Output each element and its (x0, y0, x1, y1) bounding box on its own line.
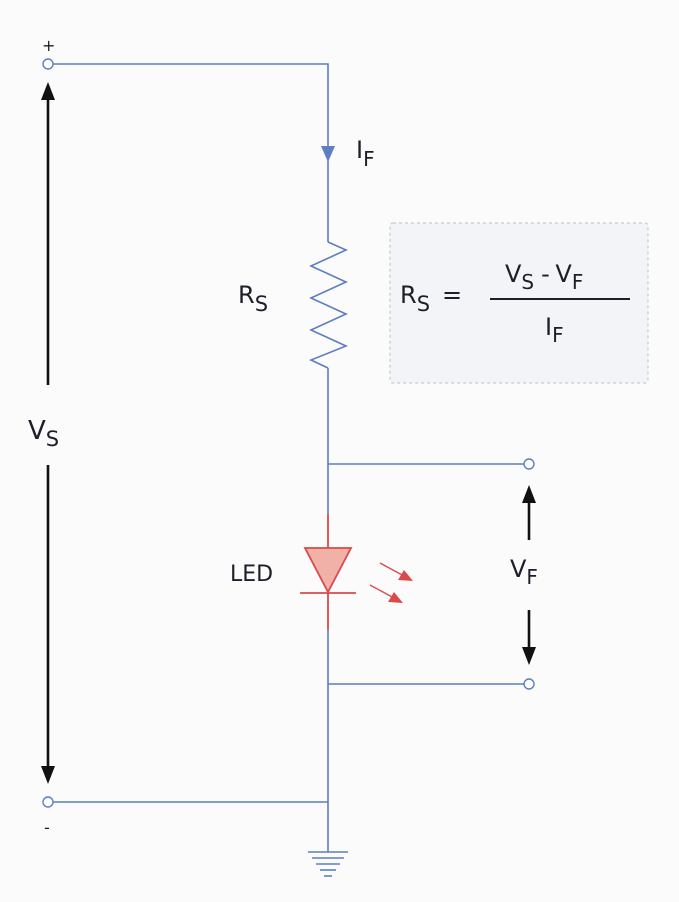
supply-minus-sign: - (44, 818, 50, 837)
formula-numerator: VS-VF (505, 260, 583, 294)
forward-voltage-sub: F (526, 565, 538, 589)
formula-num-minus: - (541, 260, 549, 288)
supply-voltage-label: VS (28, 416, 59, 451)
supply-voltage-sub: S (46, 427, 59, 451)
supply-plus-sign: + (42, 36, 55, 55)
formula-box (389, 222, 649, 384)
current-label: IF (356, 136, 375, 171)
supply-negative-terminal (42, 796, 54, 808)
formula-denominator: IF (545, 313, 564, 347)
formula-num-v1-sub: S (521, 270, 534, 294)
resistor-sub: S (255, 292, 268, 316)
formula-lhs-sub: S (417, 292, 430, 316)
supply-voltage-arrow (41, 82, 55, 784)
formula-num-v2-sub: F (572, 270, 584, 294)
led-symbol (300, 514, 356, 630)
led-label: LED (230, 562, 273, 587)
resistor-zigzag (308, 241, 349, 369)
supply-voltage-main: V (28, 416, 46, 446)
current-arrow-head (321, 146, 335, 162)
vf-top-terminal (523, 458, 535, 470)
formula-lhs: RS = (400, 281, 462, 316)
formula-den-sub: F (552, 323, 564, 347)
supply-positive-terminal (42, 58, 54, 70)
current-main: I (356, 136, 363, 164)
formula-num-v2-main: V (555, 260, 572, 288)
formula-equals: = (442, 281, 462, 309)
top-supply-wire (53, 63, 329, 242)
forward-voltage-arrow (522, 485, 536, 665)
formula-num-v1-main: V (505, 260, 522, 288)
led-light-rays (369, 562, 413, 603)
forward-voltage-label: VF (510, 555, 538, 589)
formula-lhs-main: R (400, 281, 417, 309)
resistor-main: R (238, 281, 255, 309)
current-sub: F (363, 147, 375, 171)
formula-den-main: I (545, 313, 552, 341)
forward-voltage-main: V (510, 555, 527, 583)
ground-icon (308, 851, 348, 877)
resistor-label: RS (238, 281, 268, 316)
vf-bottom-terminal (523, 678, 535, 690)
